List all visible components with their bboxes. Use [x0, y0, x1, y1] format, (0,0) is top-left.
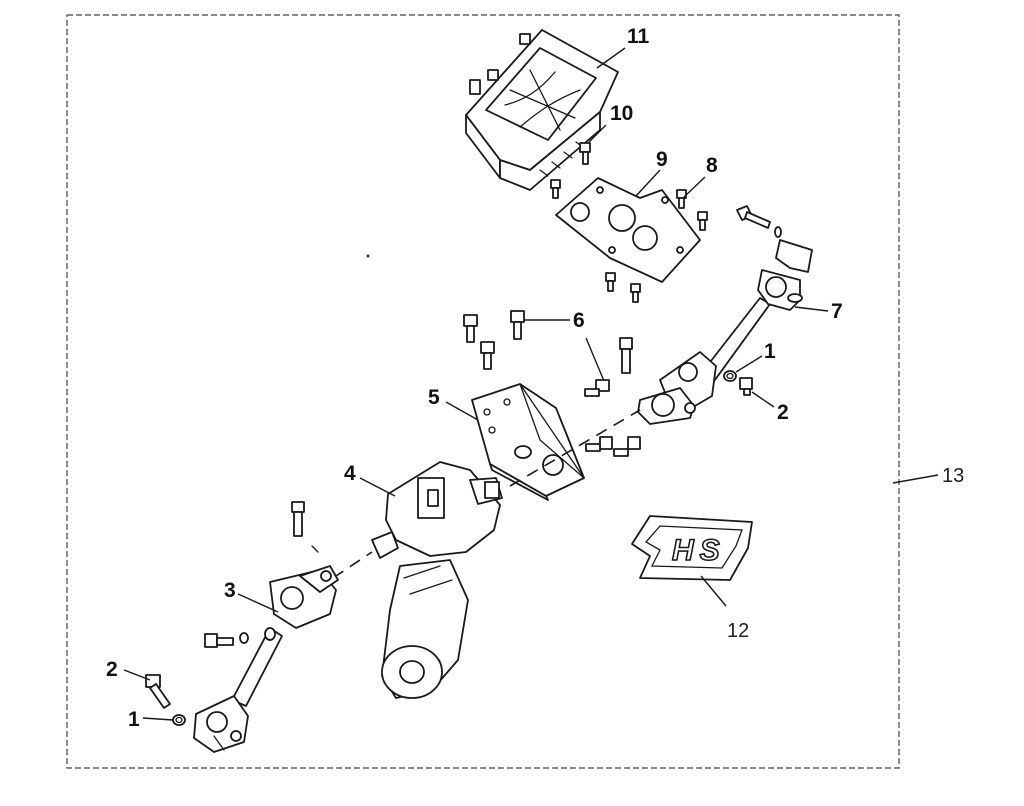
part-1-lower-washer [172, 714, 186, 726]
leader-lines [123, 47, 939, 721]
callout-12: 12 [727, 620, 749, 642]
pinch-bolt-left [291, 501, 319, 553]
part-3-lower-shaft [193, 565, 339, 753]
callout-11: 11 [627, 25, 650, 48]
callout-8: 8 [706, 154, 718, 177]
axis-line-upper [509, 409, 641, 487]
callout-9: 9 [656, 148, 668, 171]
callout-1-lower: 1 [128, 708, 140, 731]
part-4-eps-unit [371, 461, 503, 699]
callout-2-upper: 2 [777, 401, 789, 424]
part-5-mount-bracket [471, 383, 585, 501]
callout-2-lower: 2 [106, 658, 118, 681]
callout-10: 10 [610, 102, 633, 125]
stray-dot [366, 254, 370, 258]
bracket-bolts [550, 179, 708, 303]
callout-6: 6 [573, 309, 585, 332]
part-8-bolt [676, 189, 687, 209]
upper-bolt-washer [736, 205, 782, 238]
part-10-bolt [579, 142, 591, 165]
part-9-bracket-plate [555, 177, 701, 283]
part-1-upper-washer [723, 370, 737, 382]
callout-7: 7 [831, 300, 843, 323]
logo-text: HS [672, 534, 726, 567]
callout-13: 13 [942, 465, 964, 487]
lower-bolt-washer [204, 627, 276, 648]
callout-5: 5 [428, 386, 440, 409]
part-2-upper-bolt [739, 377, 753, 396]
assembly-frame [66, 14, 900, 769]
part-11-control-module [465, 29, 619, 191]
callout-4: 4 [344, 462, 356, 485]
part-2-lower-bolt [145, 674, 171, 709]
part-6-bolts [463, 310, 641, 457]
part-7-upper-shaft [637, 239, 813, 425]
part-12-logo-decal: HS [631, 515, 753, 581]
callout-3: 3 [224, 579, 236, 602]
callout-1-upper: 1 [764, 340, 776, 363]
